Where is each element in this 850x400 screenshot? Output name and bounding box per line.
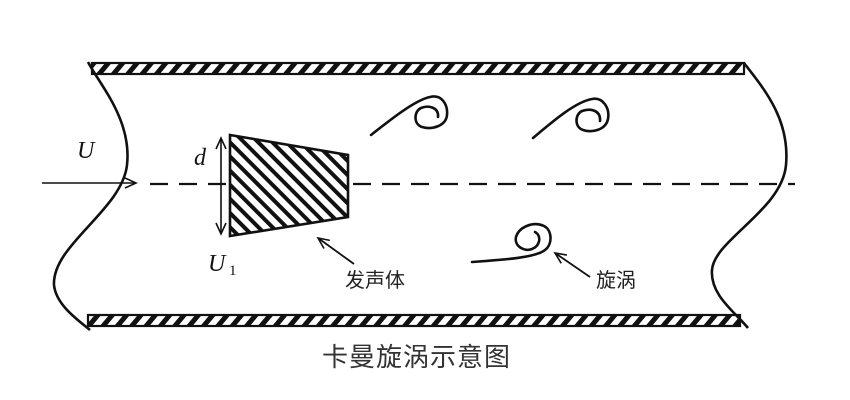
inlet-velocity-profile — [52, 61, 129, 331]
bluff-body — [228, 133, 350, 238]
outlet-velocity-profile — [710, 62, 788, 329]
bluff-body-label: 发声体 — [345, 268, 405, 292]
pipe-bottom-wall — [86, 313, 742, 328]
inflow-velocity-label: U — [77, 138, 96, 164]
vortex-icon-upper-left — [369, 95, 449, 137]
vortex-label: 旋涡 — [596, 268, 636, 292]
body-width-label: d — [194, 145, 207, 171]
vortex-icon-upper-right — [531, 97, 610, 140]
body-velocity-subscript: 1 — [229, 263, 237, 279]
diagram-title: 卡曼旋涡示意图 — [322, 343, 511, 373]
vortex-icon-lower — [470, 222, 552, 264]
pipe-top-wall — [90, 61, 746, 76]
bluff-body-pointer-arrow — [316, 236, 355, 265]
vortex-pointer-arrow — [553, 251, 591, 278]
body-velocity-label: U — [208, 251, 227, 277]
